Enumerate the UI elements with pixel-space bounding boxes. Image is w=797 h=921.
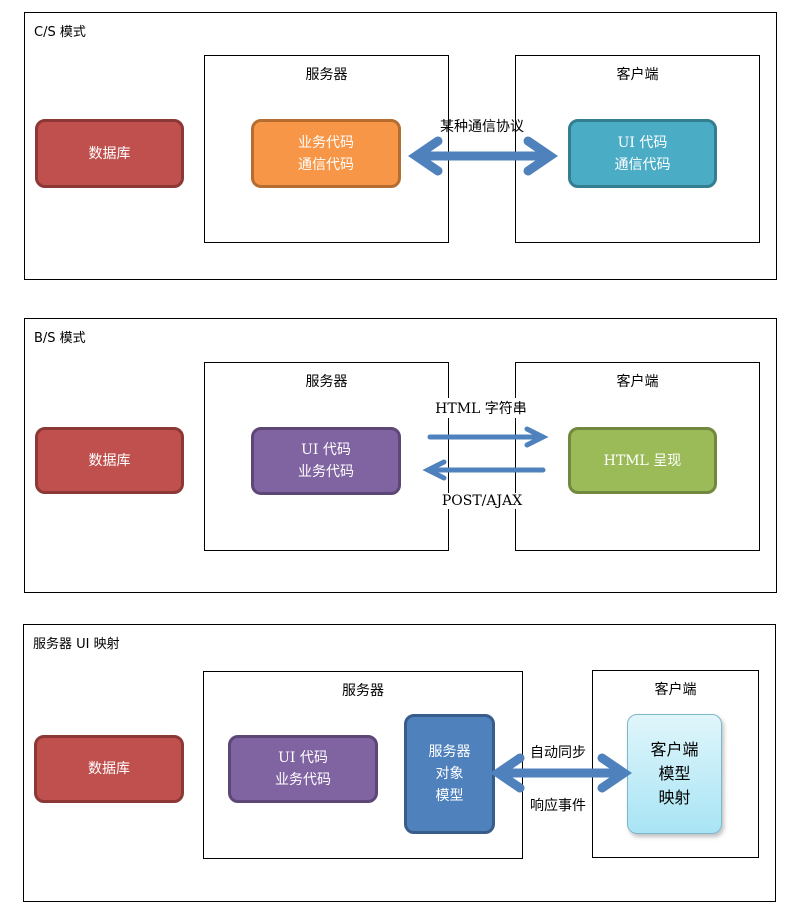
- bs-server-code-node: UI 代码 业务代码: [251, 427, 401, 495]
- sm-object-model-line-1: 服务器: [428, 744, 471, 760]
- cs-database-label: 数据库: [88, 145, 131, 162]
- bs-client-title: 客户端: [616, 374, 659, 390]
- cs-server-title: 服务器: [305, 67, 348, 83]
- cs-server-code-line-2: 通信代码: [298, 156, 354, 173]
- sm-server-code-node: UI 代码 业务代码: [228, 735, 378, 803]
- sm-object-model-node: 服务器 对象 模型: [404, 714, 495, 834]
- sm-database-label: 数据库: [88, 761, 130, 777]
- cs-client-title: 客户端: [616, 67, 659, 83]
- cs-protocol-label: 某种通信协议: [440, 119, 524, 135]
- sm-database-node: 数据库: [34, 735, 184, 803]
- bs-server-title: 服务器: [305, 374, 348, 390]
- bs-post-ajax-label: POST/AJAX: [432, 493, 532, 509]
- sm-object-model-line-3: 模型: [435, 788, 464, 804]
- bs-panel-title: B/S 模式: [34, 331, 86, 346]
- cs-client-code-line-2: 通信代码: [614, 156, 671, 173]
- sm-client-model-node: 客户端 模型 映射: [627, 714, 722, 834]
- bs-html-string-label: HTML 字符串: [426, 398, 536, 418]
- sm-object-model-line-2: 对象: [435, 766, 464, 782]
- sm-server-code-line-1: UI 代码: [278, 750, 328, 766]
- sm-client-model-line-3: 映射: [658, 788, 691, 807]
- sm-auto-sync-label: 自动同步: [530, 745, 586, 761]
- bs-database-label: 数据库: [88, 452, 131, 469]
- sm-respond-events-label: 响应事件: [530, 798, 586, 814]
- sm-client-model-line-2: 模型: [658, 764, 691, 783]
- cs-server-code-line-1: 业务代码: [298, 134, 354, 151]
- sm-panel-title: 服务器 UI 映射: [33, 637, 120, 652]
- bs-server-box: 服务器: [204, 362, 449, 551]
- cs-client-code-line-1: UI 代码: [617, 134, 668, 151]
- bs-database-node: 数据库: [35, 427, 184, 494]
- sm-server-code-line-2: 业务代码: [275, 772, 331, 788]
- cs-server-code-node: 业务代码 通信代码: [251, 119, 401, 188]
- bs-html-render-node: HTML 呈现: [568, 427, 717, 494]
- cs-database-node: 数据库: [35, 119, 184, 188]
- sm-client-title: 客户端: [654, 682, 697, 698]
- sm-server-title: 服务器: [342, 683, 384, 699]
- bs-html-render-label: HTML 呈现: [603, 452, 682, 469]
- bs-server-code-line-2: 业务代码: [298, 464, 354, 480]
- bs-server-code-line-1: UI 代码: [301, 442, 351, 458]
- sm-client-model-line-1: 客户端: [650, 740, 699, 759]
- cs-panel-title: C/S 模式: [34, 25, 86, 40]
- cs-client-code-node: UI 代码 通信代码: [568, 119, 717, 188]
